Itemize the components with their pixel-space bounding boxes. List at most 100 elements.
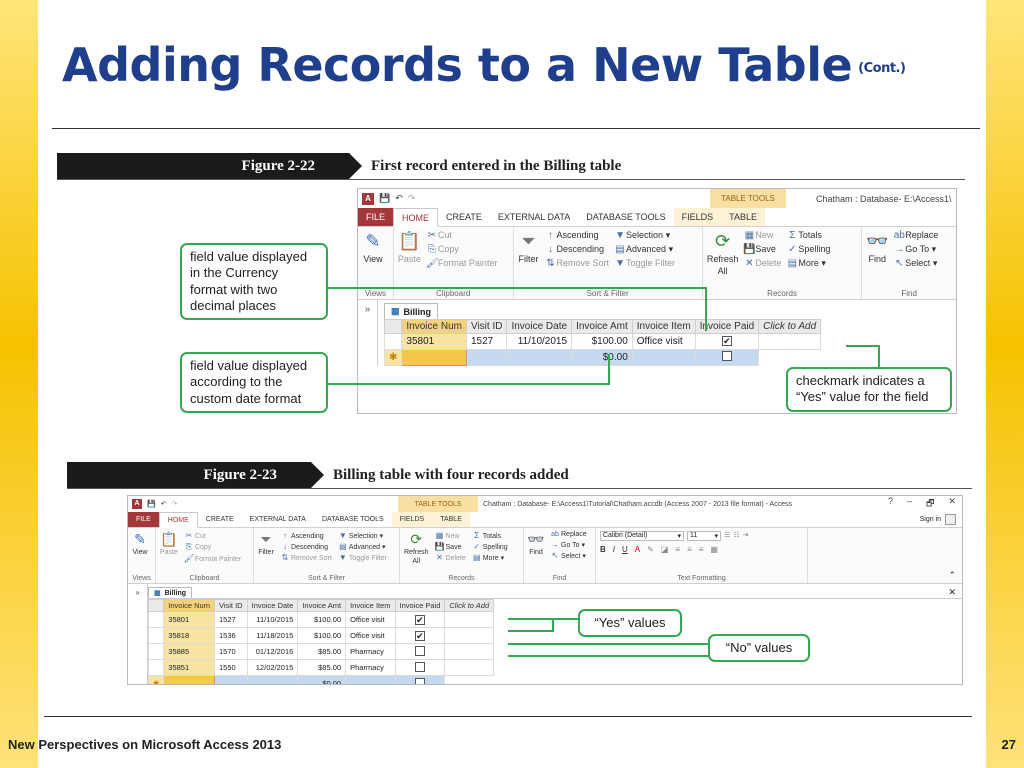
- cell-invoice-paid[interactable]: [394, 675, 446, 684]
- cell-invoice-amt[interactable]: $100.00: [297, 627, 347, 644]
- close-object-icon[interactable]: ✕: [948, 587, 956, 597]
- close-button[interactable]: ✕: [948, 496, 956, 506]
- cell-invoice-amt[interactable]: $85.00: [297, 659, 347, 676]
- selection-button[interactable]: ▼Selection ▾: [337, 531, 387, 540]
- unchecked-checkbox[interactable]: [414, 677, 425, 684]
- cell-click-to-add[interactable]: [444, 611, 495, 628]
- column-header[interactable]: Invoice Amt: [297, 599, 347, 612]
- remove-sort-button[interactable]: ⇅Remove Sort: [279, 553, 332, 562]
- cell-visit-id[interactable]: [465, 349, 508, 366]
- undo-icon[interactable]: ↶: [160, 501, 167, 508]
- cell-invoice-item[interactable]: Office visit: [631, 333, 696, 350]
- ascending-button[interactable]: ↑Ascending: [545, 230, 610, 241]
- cut-button[interactable]: ✂Cut: [183, 531, 241, 540]
- unchecked-checkbox[interactable]: [414, 661, 425, 672]
- restore-button[interactable]: 🗗: [926, 498, 935, 508]
- bold-icon[interactable]: B: [600, 545, 606, 554]
- column-header[interactable]: Click to Add: [444, 599, 495, 612]
- toggle-filter-button[interactable]: ▼Toggle Filter: [337, 553, 387, 562]
- column-header[interactable]: Invoice Paid: [394, 599, 446, 612]
- minimize-button[interactable]: –: [906, 496, 912, 506]
- format-painter-button[interactable]: 🖌Format Painter: [425, 258, 498, 269]
- cell-click-to-add[interactable]: [758, 349, 821, 366]
- advanced-button[interactable]: ▤Advanced ▾: [337, 542, 387, 551]
- copy-button[interactable]: ⎘Copy: [183, 542, 241, 552]
- cell-invoice-date[interactable]: 01/12/2016: [246, 643, 299, 660]
- cell-click-to-add[interactable]: [444, 675, 494, 684]
- advanced-button[interactable]: ▤Advanced ▾: [615, 244, 674, 255]
- tab-database-tools[interactable]: DATABASE TOOLS: [321, 516, 384, 523]
- cell-invoice-paid[interactable]: ✔: [694, 333, 760, 350]
- column-header[interactable]: Invoice Date: [246, 599, 299, 612]
- help-button[interactable]: ?: [887, 496, 893, 506]
- cell-invoice-item[interactable]: Office visit: [345, 611, 396, 628]
- cell-invoice-num[interactable]: 35851: [163, 659, 215, 676]
- column-header[interactable]: Click to Add: [758, 319, 822, 334]
- new-record-button[interactable]: ▦New: [434, 531, 466, 540]
- cell-invoice-date[interactable]: 11/10/2015: [246, 611, 299, 628]
- cell-visit-id[interactable]: 1527: [213, 611, 248, 628]
- find-button[interactable]: 👓Find: [866, 230, 889, 265]
- italic-icon[interactable]: I: [612, 545, 616, 554]
- remove-sort-button[interactable]: ⇅Remove Sort: [546, 258, 610, 269]
- numbering-icon[interactable]: ☷: [733, 532, 740, 539]
- view-button[interactable]: ✎View: [132, 530, 148, 557]
- cell-invoice-paid[interactable]: ✔: [394, 611, 446, 628]
- column-header[interactable]: Invoice Date: [506, 319, 573, 334]
- row-selector[interactable]: [147, 643, 165, 660]
- bullets-icon[interactable]: ☰: [724, 532, 731, 539]
- cell-click-to-add[interactable]: [758, 333, 822, 350]
- cell-visit-id[interactable]: [213, 675, 248, 684]
- background-color-icon[interactable]: ◪: [660, 545, 669, 554]
- checked-checkbox[interactable]: ✔: [414, 614, 425, 625]
- save-icon[interactable]: 💾: [379, 193, 391, 203]
- copy-button[interactable]: ⎘Copy: [427, 244, 459, 255]
- cell-invoice-date[interactable]: 12/02/2015: [246, 659, 299, 676]
- cell-invoice-date[interactable]: [246, 675, 299, 684]
- sign-in-link[interactable]: Sign in: [920, 514, 956, 525]
- save-record-button[interactable]: 💾Save: [743, 244, 776, 255]
- row-selector[interactable]: [147, 659, 165, 676]
- cell-invoice-paid[interactable]: [394, 643, 446, 660]
- tab-home[interactable]: HOME: [393, 208, 439, 227]
- cell-visit-id[interactable]: 1536: [213, 627, 248, 644]
- cell-invoice-amt[interactable]: $85.00: [297, 643, 347, 660]
- new-record-row[interactable]: ✱$0.00: [147, 675, 494, 684]
- cell-invoice-paid[interactable]: [394, 659, 446, 676]
- cell-invoice-amt[interactable]: $0.00: [571, 349, 633, 366]
- new-record-button[interactable]: ▦New: [744, 230, 774, 241]
- unchecked-checkbox[interactable]: [414, 645, 425, 656]
- cell-visit-id[interactable]: 1570: [213, 643, 248, 660]
- select-button[interactable]: ↖Select ▾: [895, 258, 938, 269]
- ascending-button[interactable]: ↑Ascending: [279, 531, 332, 540]
- save-record-button[interactable]: 💾Save: [434, 542, 462, 551]
- align-right-icon[interactable]: ≡: [698, 545, 704, 554]
- cell-invoice-amt[interactable]: $100.00: [571, 333, 633, 350]
- cell-invoice-item[interactable]: Pharmacy: [345, 659, 396, 676]
- tab-external-data[interactable]: EXTERNAL DATA: [249, 516, 306, 523]
- cell-invoice-num[interactable]: [163, 675, 215, 684]
- find-button[interactable]: 👓Find: [527, 530, 545, 557]
- cell-click-to-add[interactable]: [444, 643, 495, 660]
- descending-button[interactable]: ↓Descending: [279, 542, 332, 551]
- tab-home[interactable]: HOME: [158, 512, 198, 528]
- more-button[interactable]: ▤More ▾: [787, 258, 826, 269]
- column-header[interactable]: Invoice Amt: [571, 319, 633, 334]
- paste-button[interactable]: 📋Paste: [160, 530, 178, 557]
- cell-invoice-item[interactable]: [631, 349, 696, 366]
- tab-file[interactable]: FILE: [358, 208, 394, 226]
- cell-invoice-num[interactable]: 35801: [163, 611, 215, 628]
- cell-invoice-amt[interactable]: $100.00: [297, 611, 347, 628]
- cut-button[interactable]: ✂Cut: [427, 230, 452, 241]
- highlight-icon[interactable]: ✎: [647, 545, 654, 554]
- font-name-select[interactable]: Calibri (Detail)▾: [600, 531, 684, 541]
- column-header[interactable]: Invoice Item: [631, 319, 696, 334]
- filter-button[interactable]: ⏷Filter: [518, 230, 539, 265]
- tab-table[interactable]: TABLE: [432, 512, 470, 527]
